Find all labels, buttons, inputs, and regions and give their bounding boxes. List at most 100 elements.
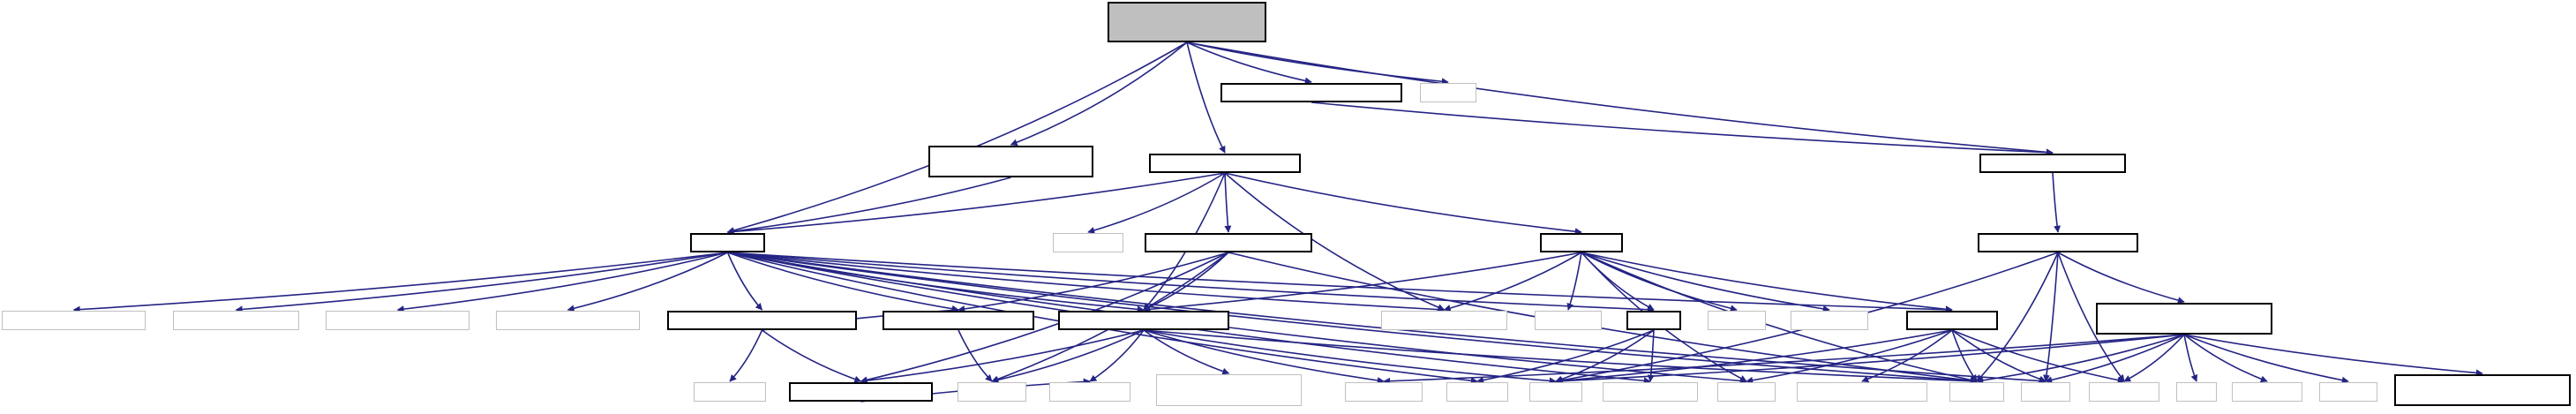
graph-node-ihist1d[interactable]	[2, 311, 146, 330]
graph-node-iprof1d[interactable]	[1381, 311, 1507, 330]
graph-node-classid[interactable]	[882, 311, 1034, 330]
graph-edge-axis-to-utility	[1555, 329, 1655, 383]
graph-edge-gaudipi-to-ihist3d	[567, 252, 728, 312]
graph-edge-histbase-to-iostream	[729, 329, 763, 382]
graph-edge-pluginsvcv1-to-typeinfo	[2057, 252, 2125, 382]
graph-node-tfile[interactable]	[1708, 311, 1766, 330]
graph-edge-psdetailsv1-to-pscommon	[2183, 334, 2483, 377]
graph-edge-gaudipi-to-ihist1d	[72, 252, 728, 313]
graph-node-kernelh[interactable]	[789, 382, 933, 402]
graph-edge-generic1d-to-memory	[1566, 252, 1582, 311]
graph-edge-p1dh-to-generic1d	[1224, 172, 1582, 236]
graph-edge-gaudipi-to-classid	[727, 252, 959, 312]
graph-edge-p1dh-to-dataobject	[1224, 172, 1232, 233]
graph-node-iaxis[interactable]	[1603, 382, 1698, 402]
graph-node-stdexcept[interactable]	[1791, 311, 1868, 330]
graph-node-psdetailsv1[interactable]	[2096, 303, 2272, 335]
graph-edge-root-to-pluginsvc	[1186, 41, 2054, 156]
graph-node-tprofile[interactable]	[1053, 233, 1123, 252]
graph-node-histutil[interactable]	[928, 146, 1093, 177]
graph-edge-psdetailsv1-to-mutex	[2183, 334, 2349, 384]
graph-edge-gaudipi-to-string	[727, 252, 1978, 385]
graph-node-taxis[interactable]	[1446, 382, 1508, 402]
graph-node-mutex[interactable]	[2319, 382, 2377, 402]
graph-node-iprof2d[interactable]	[173, 311, 299, 330]
graph-edge-gaudipi-to-axis	[727, 252, 1655, 313]
graph-node-ostream[interactable]	[958, 382, 1026, 402]
graph-edge-root-to-histutil	[1010, 41, 1188, 147]
graph-node-root[interactable]	[1108, 2, 1266, 42]
graph-node-set[interactable]	[2176, 382, 2217, 402]
graph-node-ihist2d[interactable]	[326, 311, 469, 330]
graph-edge-psdetailsv1-to-sstream	[2183, 334, 2268, 383]
graph-node-pluginsvcv1[interactable]	[1978, 233, 2138, 252]
graph-node-annotation[interactable]	[1906, 311, 1998, 330]
graph-edge-psdetailsv1-to-typeinfo	[2123, 334, 2185, 382]
graph-edge-root-to-cmath	[1186, 41, 1449, 86]
graph-edge-generic1d-to-iprof1d	[1443, 252, 1582, 312]
graph-node-ihist3d[interactable]	[496, 311, 640, 330]
graph-edge-pluginsvcv1-to-string	[1976, 252, 2059, 382]
graph-edge-statuscode-to-utility	[1143, 329, 1557, 385]
graph-edge-root-to-gaudipi	[726, 41, 1188, 234]
graph-edge-gaudipi-to-map	[727, 252, 2047, 385]
graph-node-iostream[interactable]	[694, 382, 766, 402]
graph-edge-statuscode-to-functional	[1143, 329, 1385, 384]
graph-edge-dataobject-to-classid	[958, 252, 1229, 312]
graph-node-cmath[interactable]	[1420, 83, 1476, 102]
graph-node-pluginsvc[interactable]	[1979, 154, 2126, 173]
graph-node-utility[interactable]	[1529, 382, 1582, 402]
graph-edge-statuscode-to-string	[1143, 329, 1978, 385]
graph-node-functional[interactable]	[1345, 382, 1423, 402]
graph-node-histbase[interactable]	[667, 311, 857, 330]
graph-edge-dataobject-to-statuscode	[1143, 252, 1229, 311]
graph-edge-classid-to-ostream	[958, 329, 993, 382]
graph-node-typetraits[interactable]	[1049, 382, 1130, 402]
graph-edge-p1dh-to-tprofile	[1087, 172, 1226, 234]
graph-edge-psdetailsv1-to-string	[1976, 334, 2185, 384]
graph-edge-annotation-to-string	[1951, 329, 1978, 382]
graph-node-gaudipi[interactable]	[690, 233, 765, 252]
graph-node-boostpp[interactable]	[1156, 374, 1302, 406]
graph-edge-axis-to-iaxis	[1647, 329, 1655, 382]
graph-edge-p1dh-to-iprof1d	[1224, 172, 1446, 311]
graph-node-dataobject[interactable]	[1145, 233, 1312, 252]
graph-edge-objfactory-to-pluginsvc	[1311, 102, 2054, 156]
graph-edge-p1dh-to-gaudipi	[726, 172, 1226, 236]
graph-node-axis[interactable]	[1626, 311, 1681, 330]
graph-node-statuscode[interactable]	[1058, 311, 1229, 330]
graph-edge-generic1d-to-annotation	[1581, 252, 1953, 313]
graph-edge-annotation-to-vector	[1746, 329, 1953, 384]
graph-edge-root-to-p1dh	[1186, 41, 1226, 154]
graph-edge-annotation-to-utility	[1555, 329, 1953, 385]
graph-edge-generic1d-to-stdexcept	[1581, 252, 1830, 312]
graph-edge-psdetailsv1-to-map	[2045, 334, 2185, 384]
graph-node-objfactory[interactable]	[1220, 83, 1402, 102]
graph-edge-generic1d-to-statuscode	[1143, 252, 1582, 313]
graph-edge-gaudipi-to-histbase	[726, 252, 763, 311]
graph-node-typeinfo[interactable]	[2089, 382, 2159, 402]
graph-node-p1dh[interactable]	[1149, 154, 1301, 173]
graph-edge-pluginsvc-to-pluginsvcv1	[2052, 172, 2062, 233]
graph-edge-gaudipi-to-ihist2d	[396, 252, 728, 313]
graph-edge-histutil-to-gaudipi	[726, 177, 1011, 236]
graph-edge-gaudipi-to-iprof1d	[727, 252, 1446, 313]
graph-node-map[interactable]	[2021, 382, 2070, 402]
graph-edge-gaudipi-to-annotation	[727, 252, 1953, 313]
graph-edge-psdetailsv1-to-functional	[1383, 334, 2185, 385]
graph-edge-statuscode-to-kernelh	[860, 329, 1145, 385]
graph-node-pscommon[interactable]	[2394, 374, 2571, 406]
graph-edge-pluginsvcv1-to-map	[2043, 252, 2059, 382]
graph-node-iannotation[interactable]	[1797, 382, 1927, 402]
graph-node-vector[interactable]	[1717, 382, 1776, 402]
graph-edge-pluginsvcv1-to-psdetailsv1	[2057, 252, 2185, 305]
graph-node-memory[interactable]	[1535, 311, 1602, 330]
graph-edge-dataobject-to-kernelh	[860, 252, 1229, 384]
graph-node-generic1d[interactable]	[1540, 233, 1623, 252]
graph-node-string[interactable]	[1949, 382, 2004, 402]
graph-edge-statuscode-to-typetraits	[1089, 329, 1145, 382]
graph-edge-generic1d-to-string	[1581, 252, 1978, 384]
graph-node-sstream[interactable]	[2232, 382, 2302, 402]
graph-edge-statuscode-to-boostpp	[1143, 329, 1230, 375]
